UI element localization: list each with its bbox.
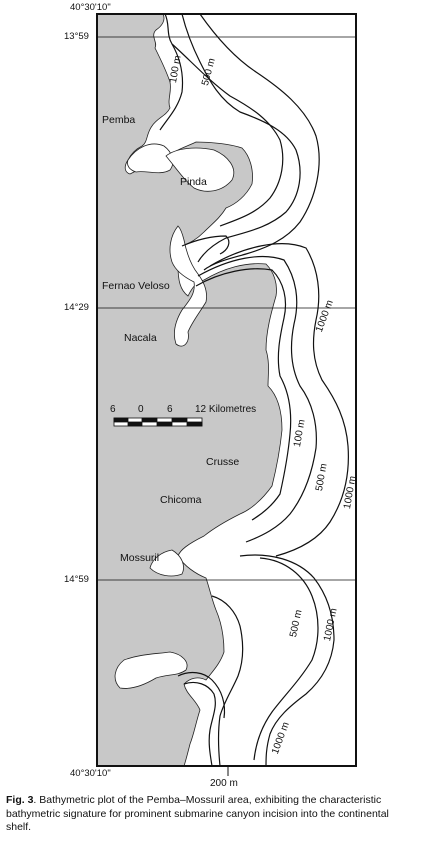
latitude-label-1459: 14°59 (64, 574, 89, 585)
latitude-label-1429: 14°29 (64, 302, 89, 313)
place-fernao-veloso: Fernao Veloso (102, 280, 170, 292)
latitude-label-1359: 13°59 (64, 31, 89, 42)
place-mossuril: Mossuril (120, 552, 160, 564)
pinda-bay (165, 147, 235, 192)
south-bay (114, 651, 188, 689)
caption-label: Fig. 3 (6, 794, 34, 806)
mossuril-bay (149, 549, 184, 577)
contours (159, 14, 349, 766)
map-frame (96, 13, 357, 767)
contour-500m-mid (197, 255, 317, 543)
contour-100m-north (159, 14, 184, 131)
depth-label-200m: 200 m (210, 778, 238, 789)
contour-100m-mid (195, 268, 292, 521)
map-canvas (96, 13, 357, 776)
scale-tick-6-right: 6 (167, 404, 173, 415)
bathymetric-map: 40°30'10" 40°30'10" 13°59 14°29 14°59 Pe… (64, 2, 359, 789)
nacala-bay (169, 225, 207, 347)
scale-tick-0: 0 (138, 404, 144, 415)
contour-1000m-south (253, 557, 319, 761)
place-nacala: Nacala (124, 332, 157, 344)
place-pinda: Pinda (180, 176, 207, 188)
coord-top: 40°30'10" (70, 2, 111, 13)
contour-500m-low (211, 595, 244, 766)
pemba-bay (127, 143, 174, 174)
place-pemba: Pemba (102, 114, 136, 126)
scale-tick-12-km: 12 Kilometres (195, 404, 257, 415)
contour-500m-north (181, 14, 301, 263)
canyon-south-2 (177, 671, 226, 719)
coord-bottom: 40°30'10" (70, 768, 111, 779)
caption-text: . Bathymetric plot of the Pemba–Mossuril… (6, 794, 389, 833)
place-crusse: Crusse (206, 456, 240, 468)
contour-1000m-mid (209, 243, 349, 557)
contour-shelf-inner (171, 43, 284, 227)
place-chicoma: Chicoma (160, 494, 202, 506)
contour-1000m-upper (199, 14, 320, 271)
canyon-south (183, 681, 216, 766)
land-mass (97, 14, 283, 766)
scale-bar (113, 417, 203, 427)
contour-1000m-low (239, 554, 335, 766)
canyon-upper (181, 235, 230, 255)
scale-tick-6-left: 6 (110, 404, 116, 415)
figure-caption: Fig. 3. Bathymetric plot of the Pemba–Mo… (6, 794, 416, 835)
